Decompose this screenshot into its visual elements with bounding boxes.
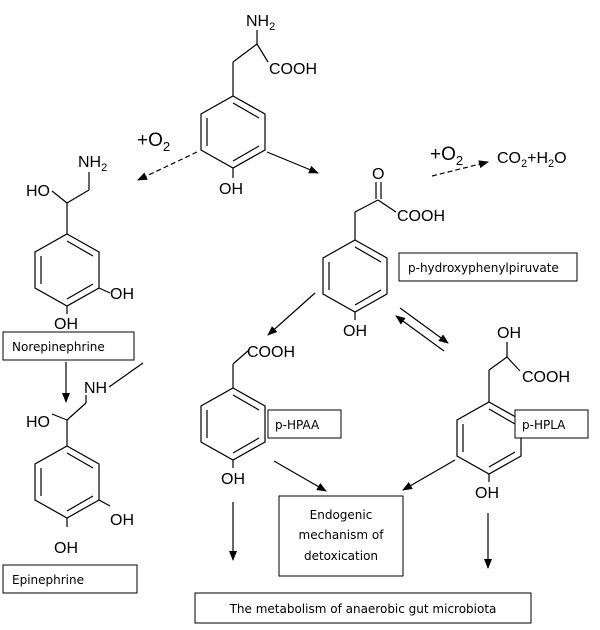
norepinephrine-ho-label: HO [26, 183, 50, 200]
norepinephrine-nh2-label: NH2 [78, 154, 107, 174]
norepinephrine-label: Norepinephrine [12, 340, 105, 354]
microbiota-box [194, 592, 532, 624]
microbiota-label: The metabolism of anaerobic gut microbio… [229, 602, 497, 616]
hpaa-box [267, 409, 342, 439]
epinephrine-structure: NH HO OH OH [26, 362, 144, 557]
pyruvate-oxo-label: O [372, 166, 384, 183]
oxygen-label-right: +O2 [430, 144, 463, 168]
norepinephrine-oh-label-1: OH [110, 286, 134, 303]
hpla-to-detox-arrow [402, 459, 456, 491]
tyrosine-to-pyruvate-arrow [266, 151, 319, 174]
detox-line-3: detoxication [304, 549, 378, 563]
hpla-oh-label-bottom: OH [475, 485, 499, 502]
hpla-structure: OH COOH OH [456, 325, 570, 502]
pyruvate-cooh-label: COOH [397, 208, 445, 225]
tyrosine-oh-label: OH [219, 181, 243, 198]
hpla-oh-label-top: OH [497, 325, 521, 342]
hpla-to-pyruvate-arrow [395, 315, 445, 352]
hpaa-oh-label: OH [221, 471, 245, 488]
epinephrine-box [2, 564, 138, 594]
norepinephrine-oh-label-2: OH [54, 316, 78, 333]
detox-line-1: Endogenic [310, 508, 373, 522]
pyruvate-box [398, 252, 578, 282]
pyruvate-to-hpla-arrow [399, 307, 449, 344]
hpla-label: p-HPLA [522, 418, 566, 432]
hpaa-cooh-label: COOH [247, 344, 295, 361]
pyruvate-to-hpaa-arrow [267, 292, 316, 336]
hpaa-label: p-HPAA [275, 418, 320, 432]
epinephrine-oh-label-2: OH [54, 540, 78, 557]
hpaa-to-detox-arrow [273, 460, 327, 492]
pyruvate-oh-label: OH [343, 323, 367, 340]
detox-line-2: mechanism of [299, 528, 385, 542]
tyrosine-cooh-label: COOH [269, 61, 317, 78]
co2-h2o-label: CO2+H2O [497, 150, 567, 170]
detoxication-box [278, 495, 404, 577]
oxygen-label-left: +O2 [137, 130, 170, 154]
tyrosine-nh2-label: NH2 [246, 13, 275, 33]
tyrosine-structure: NH2 COOH OH [200, 13, 317, 198]
hpaa-structure: COOH OH [200, 344, 295, 488]
norepinephrine-structure: NH2 HO OH OH [26, 154, 134, 333]
pyruvate-label: p-hydroxyphenylpiruvate [408, 261, 559, 275]
oxidation-arrow [431, 160, 489, 177]
hpla-cooh-label: COOH [522, 369, 570, 386]
norepinephrine-box [2, 331, 135, 361]
epinephrine-ho-label: HO [26, 414, 50, 431]
epinephrine-nh-label: NH [84, 380, 107, 397]
pyruvate-structure: O COOH OH [322, 166, 445, 340]
hpla-box [514, 409, 589, 439]
epinephrine-oh-label-1: OH [110, 512, 134, 529]
epinephrine-label: Epinephrine [12, 573, 84, 587]
tyrosine-to-norepinephrine-arrow [137, 151, 198, 181]
